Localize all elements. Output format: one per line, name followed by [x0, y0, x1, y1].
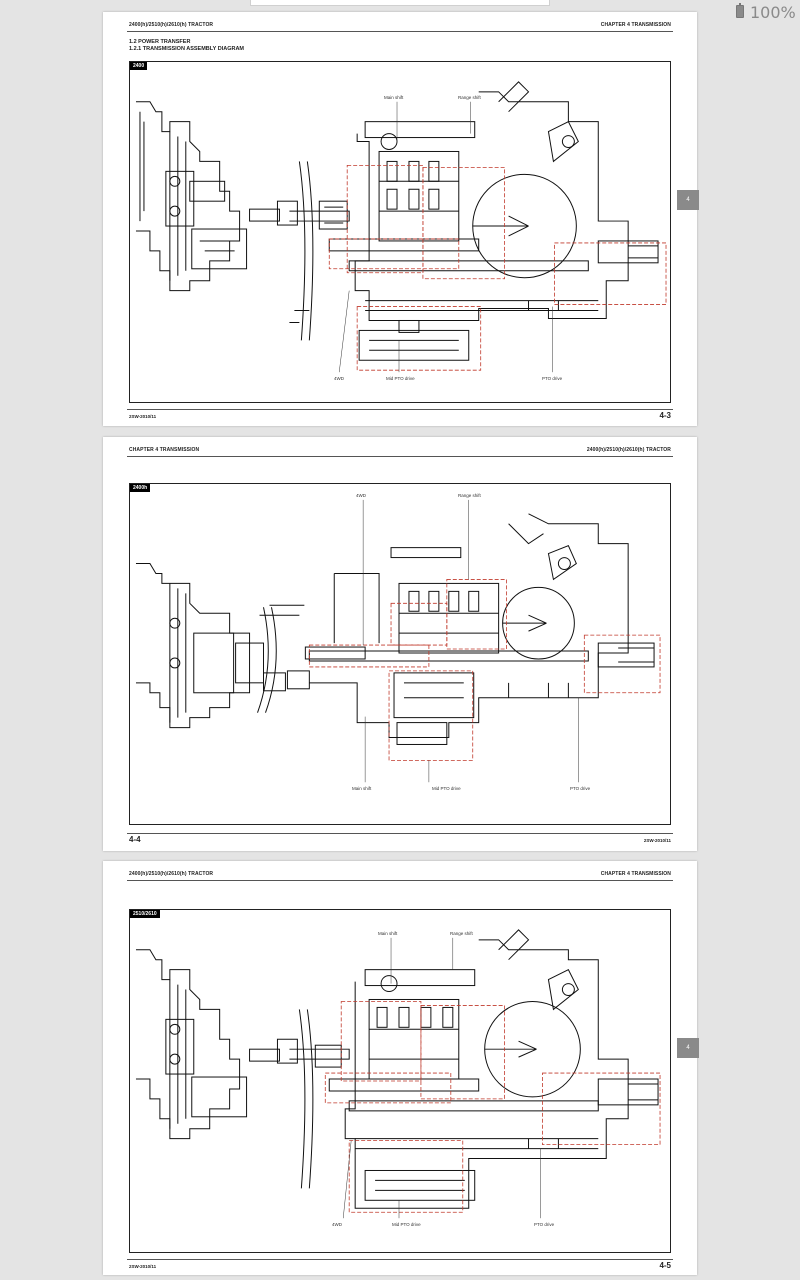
- battery-icon: [736, 3, 744, 18]
- page-header-right: 2400(h)/2510(h)/2610(h) TRACTOR: [586, 447, 671, 453]
- header-divider: [127, 456, 673, 457]
- chapter-tab-label: 4: [686, 1045, 690, 1051]
- status-bar: 100%: [0, 0, 800, 26]
- footer-doc-code: 2SW-2010/11: [129, 1264, 157, 1269]
- diagram-frame: 2510/2610: [129, 909, 671, 1253]
- subsection-heading: 1.2.1 TRANSMISSION ASSEMBLY DIAGRAM: [129, 46, 245, 52]
- footer-doc-code: 2SW-2010/11: [643, 838, 671, 843]
- callout-range-shift: Range shift: [458, 95, 481, 100]
- callout-4wd: 4WD: [334, 376, 344, 381]
- page-header-right: CHAPTER 4 TRANSMISSION: [600, 871, 671, 877]
- document-page-2[interactable]: CHAPTER 4 TRANSMISSION 2400(h)/2510(h)/2…: [103, 437, 697, 851]
- callout-pto-drive: PTO drive: [570, 786, 591, 791]
- transmission-diagram: [135, 499, 661, 783]
- callout-main-shift: Main shift: [378, 931, 398, 936]
- chapter-tab[interactable]: 4: [677, 1038, 699, 1058]
- model-tag: 2510/2610: [130, 910, 160, 918]
- callout-range-shift: Range shift: [458, 493, 481, 498]
- footer-divider: [127, 1259, 673, 1260]
- top-handle: [250, 0, 550, 6]
- header-divider: [127, 31, 673, 32]
- page-number: 4-5: [659, 1261, 671, 1270]
- page-header-left: CHAPTER 4 TRANSMISSION: [129, 447, 200, 453]
- diagram-frame: 2400h: [129, 483, 671, 825]
- callout-mid-pto-drive: Mid PTO drive: [392, 1222, 421, 1227]
- header-divider: [127, 880, 673, 881]
- footer-divider: [127, 409, 673, 410]
- transmission-diagram: [135, 929, 661, 1219]
- callout-mid-pto-drive: Mid PTO drive: [432, 786, 461, 791]
- diagram-frame: 2400: [129, 61, 671, 403]
- battery-level: 100%: [750, 3, 796, 22]
- callout-4wd: 4WD: [332, 1222, 342, 1227]
- footer-doc-code: 2SW-2010/11: [129, 414, 157, 419]
- callout-mid-pto-drive: Mid PTO drive: [386, 376, 415, 381]
- callout-pto-drive: PTO drive: [542, 376, 563, 381]
- document-page-1[interactable]: 2400(h)/2510(h)/2610(h) TRACTOR CHAPTER …: [103, 12, 697, 426]
- page-number: 4-4: [129, 835, 141, 844]
- section-heading: 1.2 POWER TRANSFER: [129, 39, 191, 45]
- callout-4wd: 4WD: [356, 493, 366, 498]
- callout-pto-drive: PTO drive: [534, 1222, 555, 1227]
- model-tag: 2400h: [130, 484, 151, 492]
- page-header-left: 2400(h)/2510(h)/2610(h) TRACTOR: [129, 871, 214, 877]
- chapter-tab-label: 4: [686, 197, 690, 203]
- callout-range-shift: Range shift: [450, 931, 473, 936]
- page-header-left: 2400(h)/2510(h)/2610(h) TRACTOR: [129, 22, 214, 28]
- chapter-tab[interactable]: 4: [677, 190, 699, 210]
- callout-main-shift: Main shift: [384, 95, 404, 100]
- page-header-right: CHAPTER 4 TRANSMISSION: [600, 22, 671, 28]
- page-number: 4-3: [659, 411, 671, 420]
- footer-divider: [127, 833, 673, 834]
- callout-main-shift: Main shift: [352, 786, 372, 791]
- document-page-3[interactable]: 2400(h)/2510(h)/2610(h) TRACTOR CHAPTER …: [103, 861, 697, 1275]
- model-tag: 2400: [130, 62, 148, 70]
- transmission-diagram: [135, 81, 667, 373]
